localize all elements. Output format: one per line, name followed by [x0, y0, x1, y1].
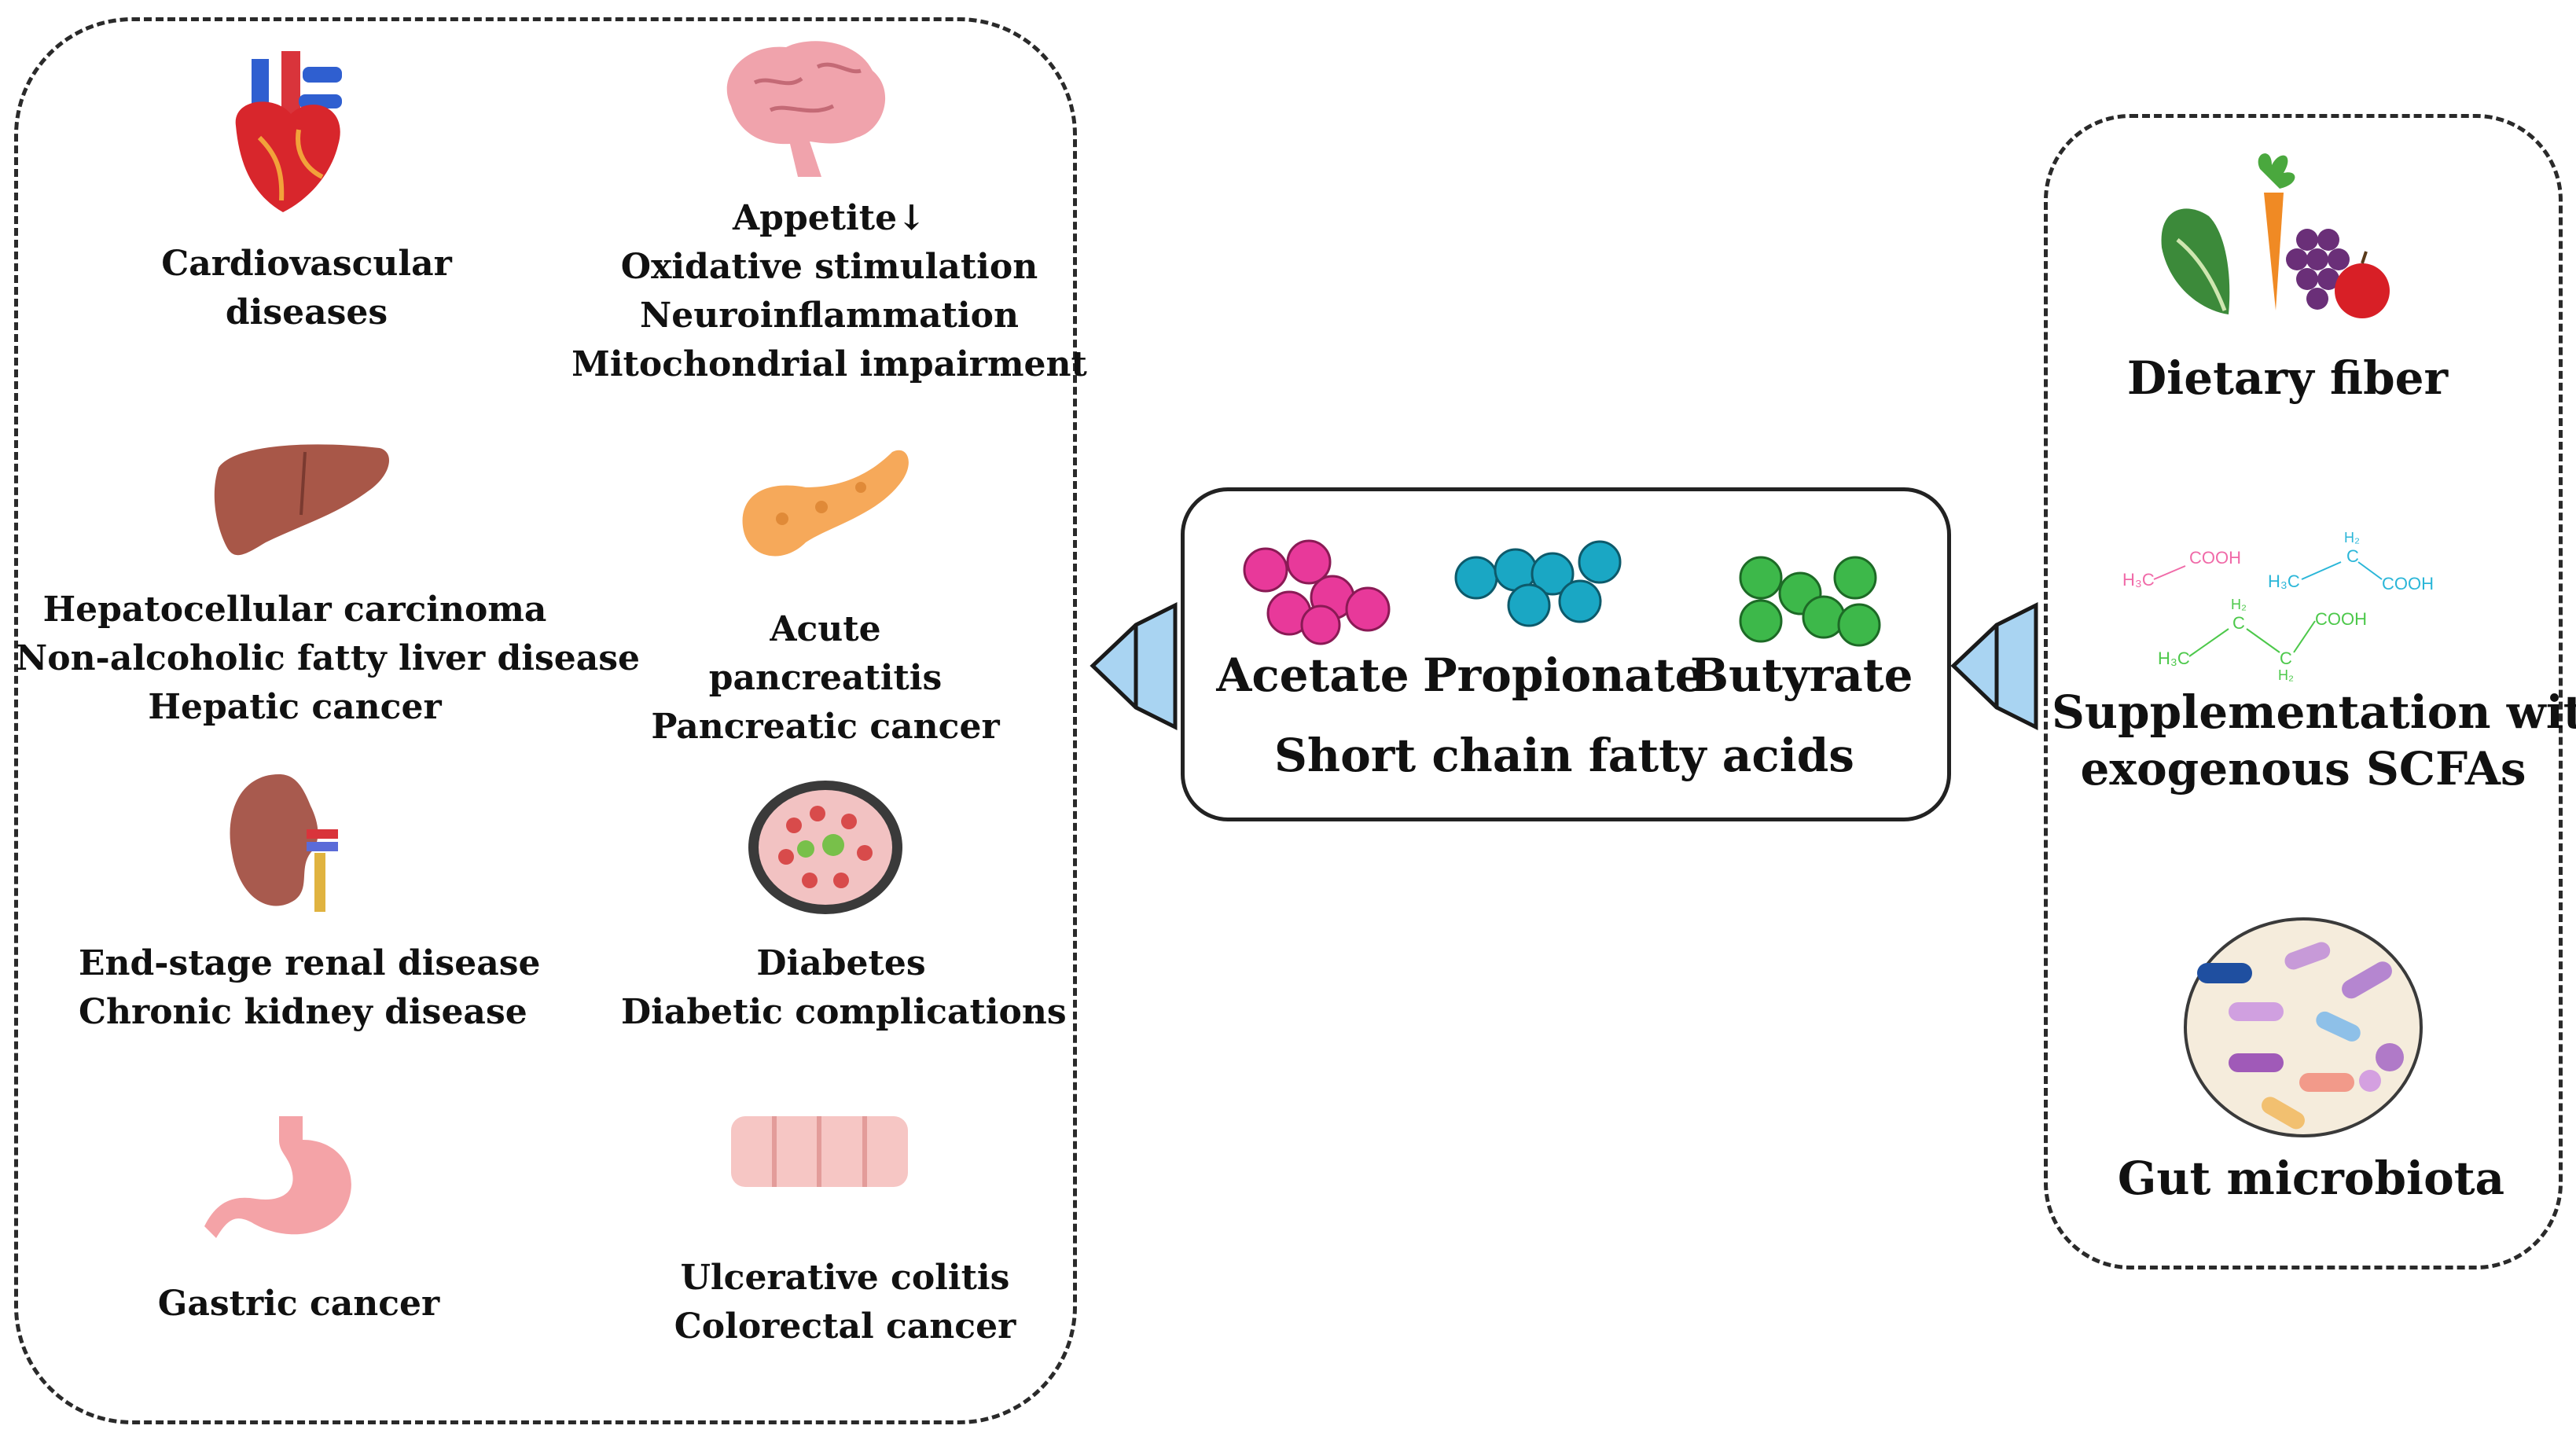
islet-cells-icon [747, 778, 904, 916]
pancreas-icon [735, 440, 912, 574]
brain-icon [715, 35, 892, 181]
butyrate-formula-c-1: C [2232, 613, 2245, 633]
propionate-formula-cooh: COOH [2382, 574, 2434, 593]
acetate-molecule-icon [1242, 538, 1391, 645]
propionate-formula-c: C [2346, 546, 2359, 566]
butyrate-formula-h2-bottom: H₂ [2278, 667, 2294, 683]
propionate-label: Propionate [1423, 649, 1704, 702]
butyrate-formula-h3c: H₃C [2158, 649, 2190, 668]
vegetables-icon [2154, 145, 2390, 326]
acetate-formula-h3c: H₃C [2122, 570, 2155, 590]
gut-microbiota-label: Gut microbiota [2117, 1152, 2505, 1205]
scfa-formulas: H₃C COOH H₂ C H₃C COOH H₂ C COOH H₃C C H… [2122, 523, 2437, 684]
stomach-icon [204, 1112, 362, 1242]
arrow-left-icon [1089, 597, 1179, 735]
gut-microbiota-icon [2181, 916, 2425, 1140]
colon-icon [731, 1112, 908, 1191]
propionate-formula-h3c: H₃C [2268, 571, 2300, 591]
stomach-label: Gastric cancer [157, 1284, 440, 1324]
diseases-panel [14, 17, 1077, 1424]
butyrate-formula-c-2: C [2280, 649, 2292, 668]
sources-panel [2044, 114, 2563, 1269]
liver-icon [211, 436, 391, 562]
scfa-title: Short chain fatty acids [1274, 729, 1854, 782]
acetate-formula-cooh: COOH [2189, 548, 2241, 568]
propionate-molecule-icon [1454, 538, 1623, 633]
butyrate-formula-h2-top: H₂ [2231, 597, 2247, 612]
butyrate-molecule-icon [1737, 550, 1883, 652]
heart-icon [220, 51, 354, 216]
propionate-formula-h2: H₂ [2344, 530, 2360, 546]
butyrate-formula-cooh: COOH [2315, 609, 2367, 629]
acetate-label: Acetate [1216, 649, 1409, 702]
dietary-fiber-label: Dietary fiber [2126, 351, 2449, 405]
butyrate-label: Butyrate [1690, 649, 1913, 702]
kidney-icon [224, 766, 342, 916]
arrow-right-icon [1949, 597, 2040, 735]
